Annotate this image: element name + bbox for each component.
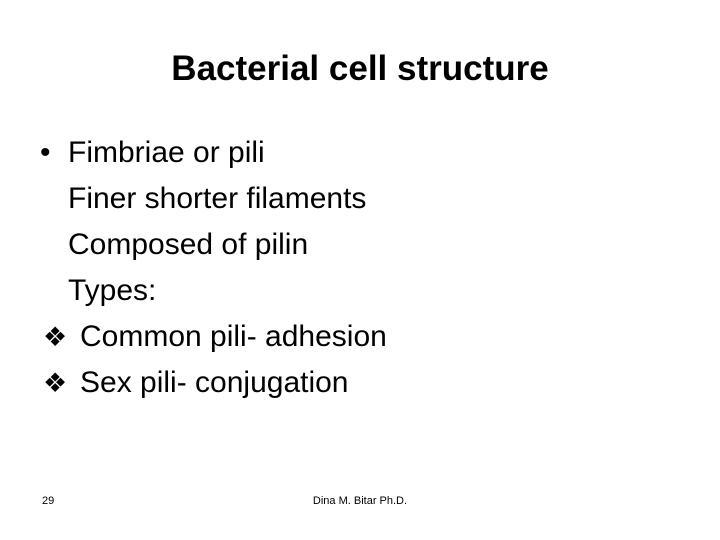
list-item: Types:	[36, 268, 686, 314]
list-item-label: Composed of pilin	[68, 228, 309, 261]
page-title: Bacterial cell structure	[171, 49, 549, 88]
list-item-label: Types:	[68, 274, 157, 307]
slide-number: 29	[42, 495, 55, 507]
slide-body-content: • Fimbriae or pili Finer shorter filamen…	[36, 130, 686, 406]
list-item: ❖ Common pili- adhesion	[36, 314, 686, 360]
footer-author: Dina M. Bitar Ph.D.	[312, 495, 408, 507]
list-item: ❖ Sex pili- conjugation	[36, 360, 686, 406]
list-item-label: Sex pili- conjugation	[80, 366, 349, 399]
list-item: • Fimbriae or pili	[36, 130, 686, 176]
list-item-label: Fimbriae or pili	[68, 136, 265, 169]
list-item-label: Common pili- adhesion	[80, 320, 387, 353]
dot-bullet-icon: •	[40, 136, 51, 169]
fleuron-bullet-icon: ❖	[43, 322, 68, 352]
list-item: Finer shorter filaments	[36, 176, 686, 222]
list-item: Composed of pilin	[36, 222, 686, 268]
fleuron-bullet-icon: ❖	[43, 368, 68, 398]
list-item-label: Finer shorter filaments	[68, 182, 367, 215]
